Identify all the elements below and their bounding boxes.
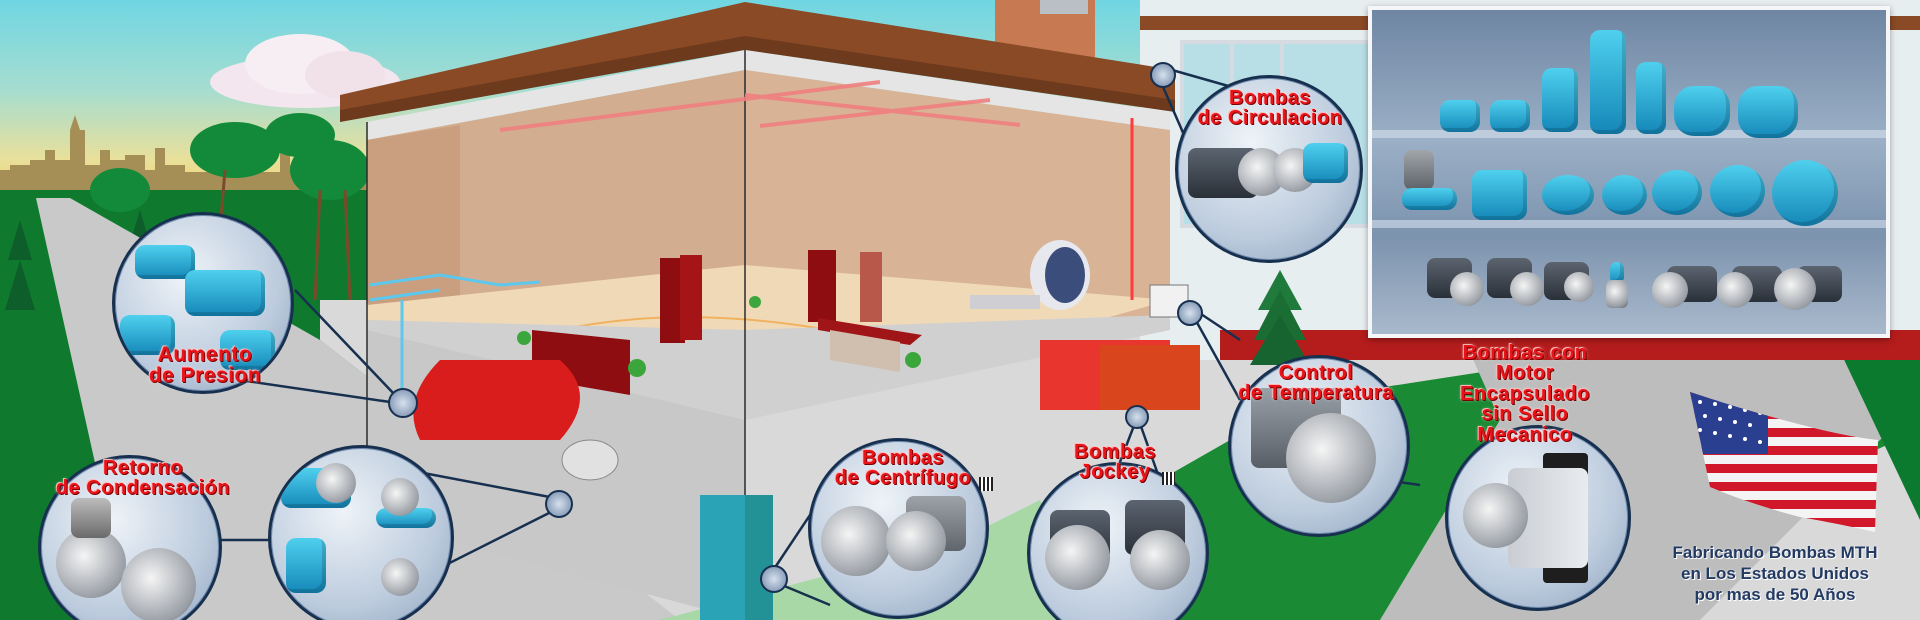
label-retorno-condensacion: Retorno de Condensación — [28, 458, 258, 499]
label-line: Bombas — [1229, 87, 1311, 109]
label-line: Retorno — [102, 457, 184, 479]
callout-motor-encapsulado[interactable] — [1445, 425, 1631, 611]
label-line: de Condensación — [55, 477, 231, 500]
label-motor-encapsulado: Bombas con Motor Encapsulado sin Sello M… — [1420, 343, 1630, 445]
label-line: Jockey — [1079, 461, 1151, 484]
qr-code-icon[interactable] — [979, 477, 993, 491]
label-line: Bombas — [862, 447, 944, 469]
callout-bombas-circulacion[interactable] — [1175, 75, 1363, 263]
location-marker-circulacion[interactable] — [1150, 62, 1176, 88]
label-line: de Temperatura — [1238, 382, 1394, 405]
callout-control-temperatura[interactable] — [1228, 355, 1410, 537]
label-bombas-circulacion: Bombas de Circulacion — [1180, 88, 1360, 129]
label-line: sin Sello — [1481, 403, 1569, 426]
tagline-line: en Los Estados Unidos — [1681, 564, 1869, 583]
label-line: Motor — [1495, 362, 1555, 385]
location-marker-retorno[interactable] — [545, 490, 573, 518]
label-bombas-jockey: Bombas Jockey — [1040, 442, 1190, 483]
qr-code-icon[interactable] — [1162, 472, 1175, 485]
location-marker-jockey[interactable] — [1125, 405, 1149, 429]
us-flag-icon — [1690, 392, 1878, 532]
location-marker-control-temperatura[interactable] — [1177, 300, 1203, 326]
tagline-line: Fabricando Bombas MTH — [1672, 543, 1878, 562]
chimney-vents — [1040, 0, 1088, 14]
label-line: de Circulacion — [1197, 107, 1343, 130]
label-line: Mecanico — [1477, 423, 1573, 446]
label-line: Bombas — [1074, 441, 1156, 463]
label-line: de Presion — [148, 364, 262, 388]
tagline: Fabricando Bombas MTH en Los Estados Uni… — [1640, 542, 1910, 605]
label-control-temperatura: Control de Temperatura — [1222, 363, 1410, 404]
callout-aumento-presion[interactable] — [112, 212, 294, 394]
label-line: Bombas con — [1462, 342, 1588, 364]
label-line: Encapsulado — [1460, 382, 1590, 405]
callout-retorno-pumps-detail[interactable] — [268, 445, 454, 620]
label-line: Control — [1278, 362, 1354, 384]
label-line: de Centrífugo — [834, 467, 972, 490]
label-aumento-presion: Aumento de Presion — [120, 344, 290, 387]
callout-bombas-centrifugo[interactable] — [808, 438, 989, 619]
tagline-line: por mas de 50 Años — [1694, 585, 1856, 604]
callout-retorno-condensacion[interactable] — [38, 455, 222, 620]
pine-tree-illustration — [1250, 270, 1310, 365]
product-lineup-photo[interactable] — [1368, 6, 1890, 338]
label-bombas-centrifugo: Bombas de Centrífugo — [818, 448, 988, 489]
callout-bombas-jockey[interactable] — [1027, 462, 1209, 620]
label-line: Aumento — [157, 343, 253, 366]
location-marker-aumento-presion[interactable] — [388, 388, 418, 418]
location-marker-centrifugo[interactable] — [760, 565, 788, 593]
